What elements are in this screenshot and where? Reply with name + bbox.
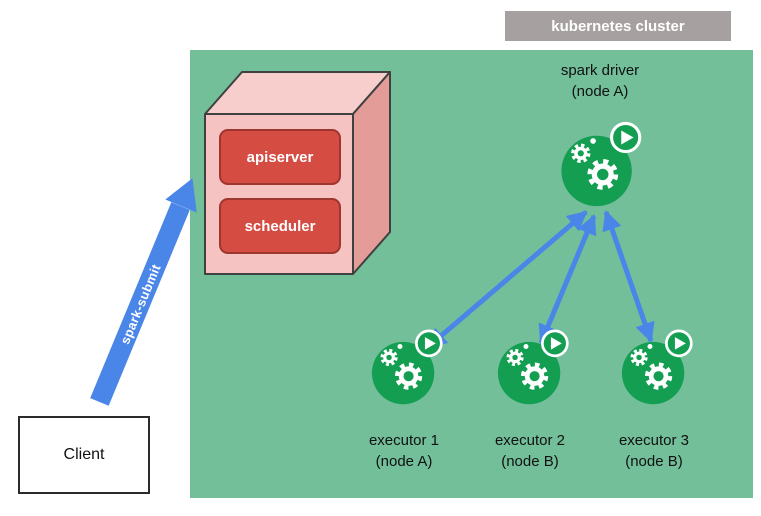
scheduler-box: scheduler [219,198,341,254]
executor-3-node: (node B) [625,453,683,470]
spark-driver-title: spark driver [560,62,640,79]
scheduler-label: scheduler [244,217,316,235]
spark-driver-pod-icon [557,118,645,208]
spark-driver-label: spark driver (node A) [540,60,660,102]
spark-submit-label: spark-submit [116,261,164,347]
executor-1-title: executor 1 [368,432,440,449]
apiserver-label: apiserver [246,148,314,166]
client-label: Client [63,446,105,463]
client-box: Client [18,416,150,494]
executor-2-label: executor 2 (node B) [470,430,590,472]
kubernetes-cluster-label: kubernetes cluster [505,11,731,41]
executor-1-pod-icon [368,326,446,406]
executor-3-label: executor 3 (node B) [594,430,714,472]
executor-2-title: executor 2 [494,432,566,449]
executor-1-node: (node A) [375,453,433,470]
apiserver-box: apiserver [219,129,341,185]
spark-driver-node: (node A) [571,83,629,100]
executor-1-label: executor 1 (node A) [344,430,464,472]
executor-3-pod-icon [618,326,696,406]
executor-3-title: executor 3 [618,432,690,449]
executor-2-pod-icon [494,326,572,406]
executor-2-node: (node B) [501,453,559,470]
spark-submit-arrow: spark-submit [90,202,190,406]
